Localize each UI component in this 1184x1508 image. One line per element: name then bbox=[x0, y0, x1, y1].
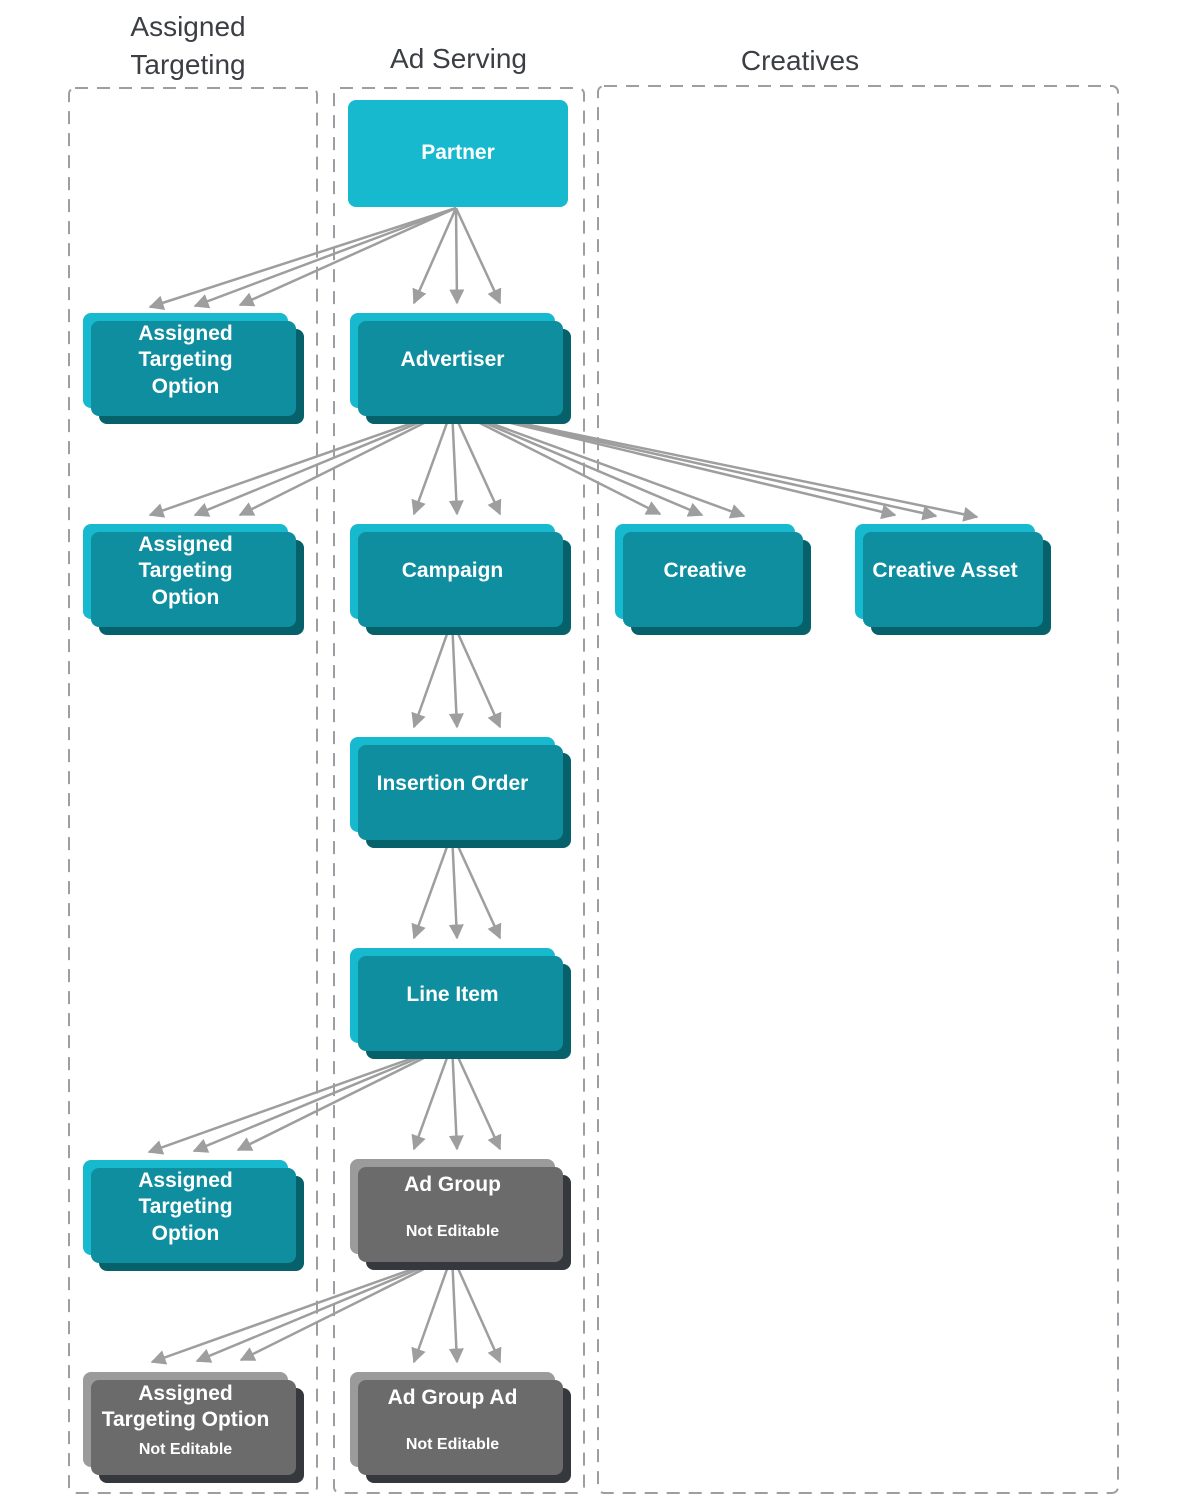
edges-advertiser-to-assigned-targeting-option bbox=[148, 407, 453, 518]
node-label: Ad Group Ad bbox=[387, 1386, 518, 1410]
edges-advertiser-to-campaign bbox=[411, 408, 502, 516]
node-label: Ad Group bbox=[404, 1173, 501, 1197]
column-box-creatives bbox=[597, 85, 1119, 1494]
node-sublabel: Not Editable bbox=[405, 1222, 500, 1240]
node-partner: Partner bbox=[348, 100, 568, 207]
node-assigned-targeting-option-advertiser: Assigned Targeting Option bbox=[83, 524, 288, 619]
edges-ad-group-to-assigned-targeting-option bbox=[150, 1253, 453, 1365]
column-box-assigned-targeting bbox=[68, 87, 318, 1494]
node-advertiser: Advertiser bbox=[350, 313, 555, 408]
node-line-item: Line Item bbox=[350, 948, 555, 1043]
node-label: Creative bbox=[663, 559, 747, 583]
node-assigned-targeting-option-partner: Assigned Targeting Option bbox=[83, 313, 288, 408]
edges-advertiser-to-creative-asset bbox=[451, 407, 979, 522]
node-assigned-targeting-option-line-item: Assigned Targeting Option bbox=[83, 1160, 288, 1255]
node-ad-group-ad: Ad Group Ad Not Editable bbox=[350, 1372, 555, 1467]
node-label: Assigned Targeting Option bbox=[138, 321, 233, 398]
edges-line-item-to-ad-group bbox=[411, 1043, 502, 1151]
column-header-ad-serving: Ad Serving bbox=[390, 43, 527, 74]
node-label: Insertion Order bbox=[376, 772, 529, 796]
column-header-assigned-targeting: Assigned Targeting bbox=[130, 11, 246, 80]
edges-advertiser-to-creative bbox=[451, 407, 746, 519]
node-label: Campaign bbox=[401, 559, 504, 583]
node-insertion-order: Insertion Order bbox=[350, 737, 555, 832]
node-label: Assigned Targeting Option bbox=[101, 1381, 270, 1432]
node-creative: Creative bbox=[615, 524, 795, 619]
node-label: Creative Asset bbox=[872, 559, 1018, 583]
node-assigned-targeting-option-not-editable: Assigned Targeting Option Not Editable bbox=[83, 1372, 288, 1467]
node-sublabel: Not Editable bbox=[405, 1435, 500, 1453]
node-campaign: Campaign bbox=[350, 524, 555, 619]
node-label: Assigned Targeting Option bbox=[138, 532, 233, 609]
edges-campaign-to-insertion-order bbox=[411, 619, 502, 729]
column-header-creatives: Creatives bbox=[740, 45, 860, 76]
node-creative-asset: Creative Asset bbox=[855, 524, 1035, 619]
edges-ad-group-to-ad-group-ad bbox=[411, 1254, 502, 1364]
node-label: Line Item bbox=[406, 983, 499, 1007]
node-label: Assigned Targeting Option bbox=[138, 1168, 233, 1245]
node-sublabel: Not Editable bbox=[138, 1440, 233, 1458]
node-label: Partner bbox=[421, 141, 495, 165]
edges-partner-to-assigned-targeting-option bbox=[148, 206, 457, 310]
node-label: Advertiser bbox=[400, 348, 505, 372]
edges-partner-to-advertiser bbox=[412, 207, 502, 305]
edges-insertion-order-to-line-item bbox=[411, 832, 502, 940]
node-ad-group: Ad Group Not Editable bbox=[350, 1159, 555, 1254]
edges-line-item-to-assigned-targeting-option bbox=[147, 1042, 453, 1155]
